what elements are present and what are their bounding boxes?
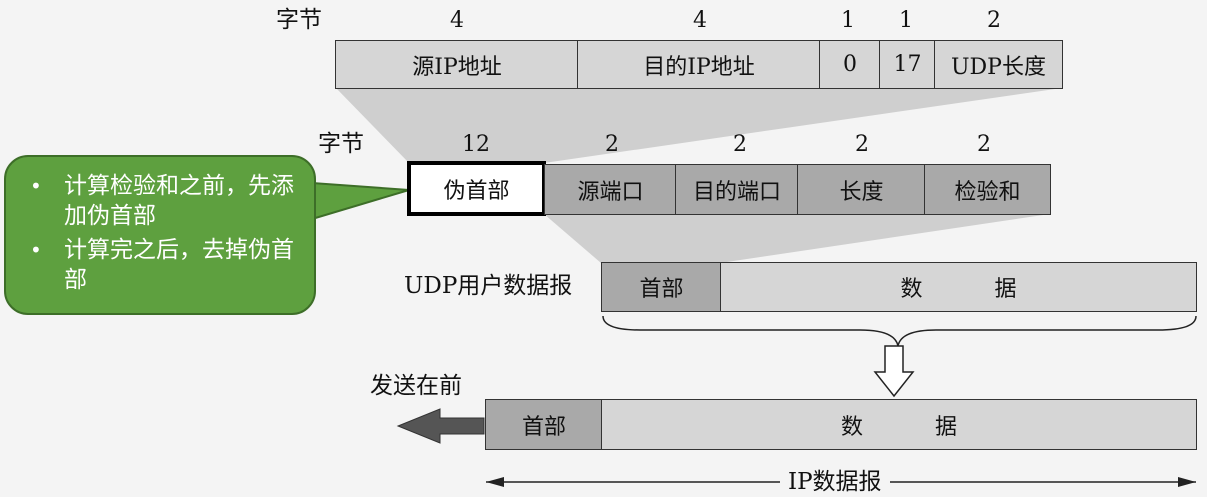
pseudo-bytes-dst-ip: 4 — [693, 8, 707, 33]
pseudo-field-src-ip: 源IP地址 — [335, 40, 579, 89]
udp-field-length: 长度 — [797, 164, 926, 215]
udp-datagram-data: 数据 — [720, 262, 1197, 312]
pseudo-field-dst-ip: 目的IP地址 — [577, 40, 821, 89]
pseudo-bytes-udp-length: 2 — [987, 8, 1001, 33]
pseudo-header-bytes-label: 字节 — [276, 7, 322, 33]
ip-span-arrow-left — [486, 477, 504, 487]
pseudo-bytes-protocol: 1 — [899, 8, 913, 33]
udp-datagram-brace — [602, 315, 1197, 347]
callout-pointer — [311, 181, 410, 221]
udp-datagram-header: 首部 — [601, 262, 722, 312]
udp-field-dst-port: 目的端口 — [675, 164, 799, 215]
udp-field-checksum: 检验和 — [924, 164, 1051, 215]
callout-item: 计算完之后，去掉伪首部 — [28, 235, 300, 295]
send-direction-arrow — [396, 408, 485, 444]
udp-field-src-port: 源端口 — [544, 164, 677, 215]
pseudo-field-protocol: 17 — [879, 40, 936, 89]
pseudo-bytes-src-ip: 4 — [450, 8, 464, 33]
down-arrow — [873, 345, 915, 398]
udp-datagram-label: UDP用户数据报 — [404, 273, 573, 299]
pseudo-field-udp-length: UDP长度 — [934, 40, 1063, 89]
callout-list: 计算检验和之前，先添加伪首部 计算完之后，去掉伪首部 — [28, 171, 300, 295]
callout-item: 计算检验和之前，先添加伪首部 — [28, 171, 300, 231]
pseudo-field-zero: 0 — [819, 40, 881, 89]
ip-datagram-data: 数据 — [601, 399, 1197, 450]
udp-bytes-length: 2 — [855, 132, 869, 157]
pseudo-header-projection — [336, 88, 1062, 163]
udp-bytes-dst-port: 2 — [733, 132, 747, 157]
checksum-callout: 计算检验和之前，先添加伪首部 计算完之后，去掉伪首部 — [4, 155, 316, 315]
ip-datagram-header: 首部 — [485, 399, 603, 450]
udp-bytes-checksum: 2 — [977, 132, 991, 157]
ip-datagram-span-label: IP数据报 — [780, 471, 890, 494]
udp-bytes-pseudo: 12 — [462, 132, 490, 157]
udp-bytes-src-port: 2 — [605, 132, 619, 157]
pseudo-bytes-zero: 1 — [841, 8, 855, 33]
udp-header-bytes-label: 字节 — [318, 131, 364, 157]
udp-header-projection — [544, 214, 1050, 263]
send-first-label: 发送在前 — [370, 373, 462, 399]
udp-field-pseudo-header: 伪首部 — [407, 161, 546, 216]
ip-span-arrow-right — [1178, 477, 1196, 487]
